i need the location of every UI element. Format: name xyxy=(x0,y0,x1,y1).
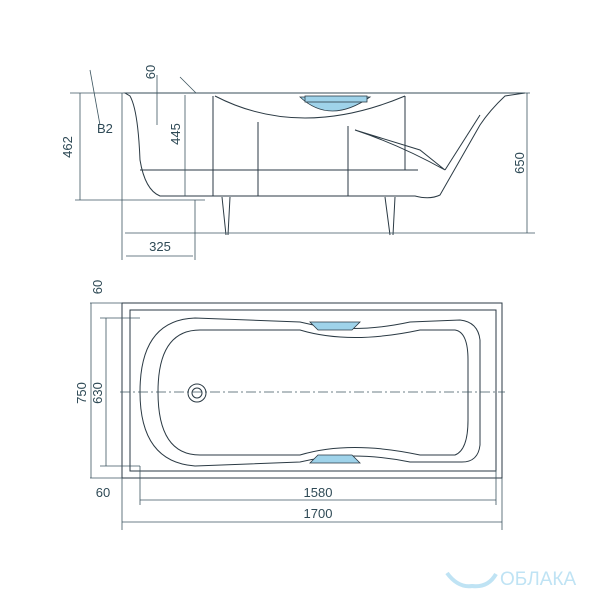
dim-1700: 1700 xyxy=(304,506,333,521)
dim-630: 630 xyxy=(90,382,105,404)
tub-side-outline xyxy=(123,92,526,199)
handle-top xyxy=(309,321,361,331)
top-view: 60 750 630 60 1580 1700 xyxy=(74,280,505,530)
dim-462: 462 xyxy=(60,136,75,158)
dim-325: 325 xyxy=(149,239,171,254)
drain-icon xyxy=(187,383,207,403)
side-view: 462 60 445 650 325 B2 xyxy=(60,65,535,260)
dim-650: 650 xyxy=(512,152,527,174)
dim-60-top: 60 xyxy=(90,280,105,294)
dim-60-side-rim: 60 xyxy=(96,485,110,500)
dim-1580: 1580 xyxy=(304,485,333,500)
watermark: ОБЛАКА xyxy=(445,569,576,590)
watermark-text: ОБЛАКА xyxy=(500,569,576,590)
tub-outer-rim xyxy=(121,302,503,479)
dim-60-side: 60 xyxy=(143,65,158,79)
dim-750: 750 xyxy=(74,382,89,404)
handle-bottom xyxy=(309,454,361,464)
cloud-logo-icon xyxy=(445,571,498,589)
dim-445: 445 xyxy=(168,123,183,145)
detail-label-b2: B2 xyxy=(97,121,113,136)
